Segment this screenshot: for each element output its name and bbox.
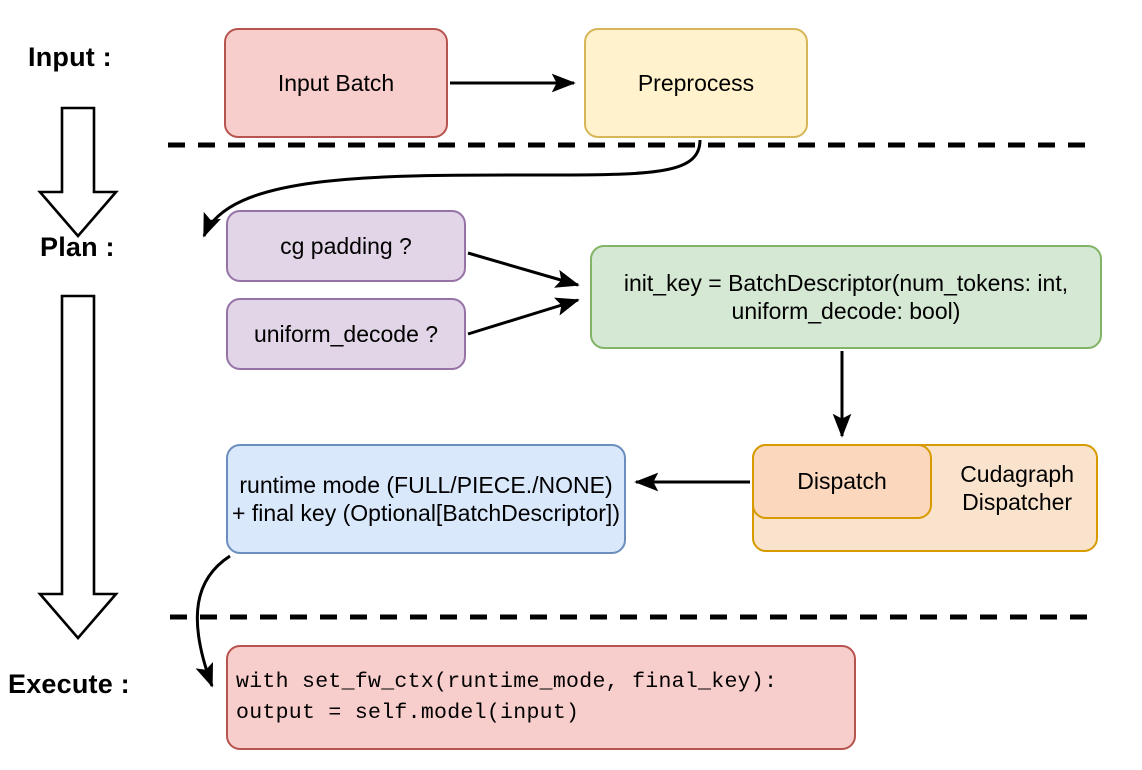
node-code-block: with set_fw_ctx(runtime_mode, final_key)… <box>226 645 856 750</box>
plan-to-execute-arrow <box>37 294 119 640</box>
input-to-plan-arrow <box>37 106 119 238</box>
node-uniform-decode: uniform_decode ? <box>226 298 466 370</box>
stage-label-execute: Execute : <box>8 669 130 699</box>
node-cg-padding: cg padding ? <box>226 210 466 282</box>
stage-label-plan: Plan : <box>40 232 115 262</box>
uniform-decode-to-init-key-arrow <box>467 297 580 336</box>
node-runtime-mode-final-key: runtime mode (FULL/PIECE./NONE) + final … <box>226 444 626 554</box>
node-input-batch: Input Batch <box>224 28 448 138</box>
stage-label-input: Input : <box>28 42 112 72</box>
node-dispatch: Dispatch <box>752 444 932 519</box>
cg-padding-to-init-key-arrow <box>467 251 580 288</box>
node-init-key-batchdescriptor: init_key = BatchDescriptor(num_tokens: i… <box>590 245 1102 349</box>
node-preprocess: Preprocess <box>584 28 808 138</box>
